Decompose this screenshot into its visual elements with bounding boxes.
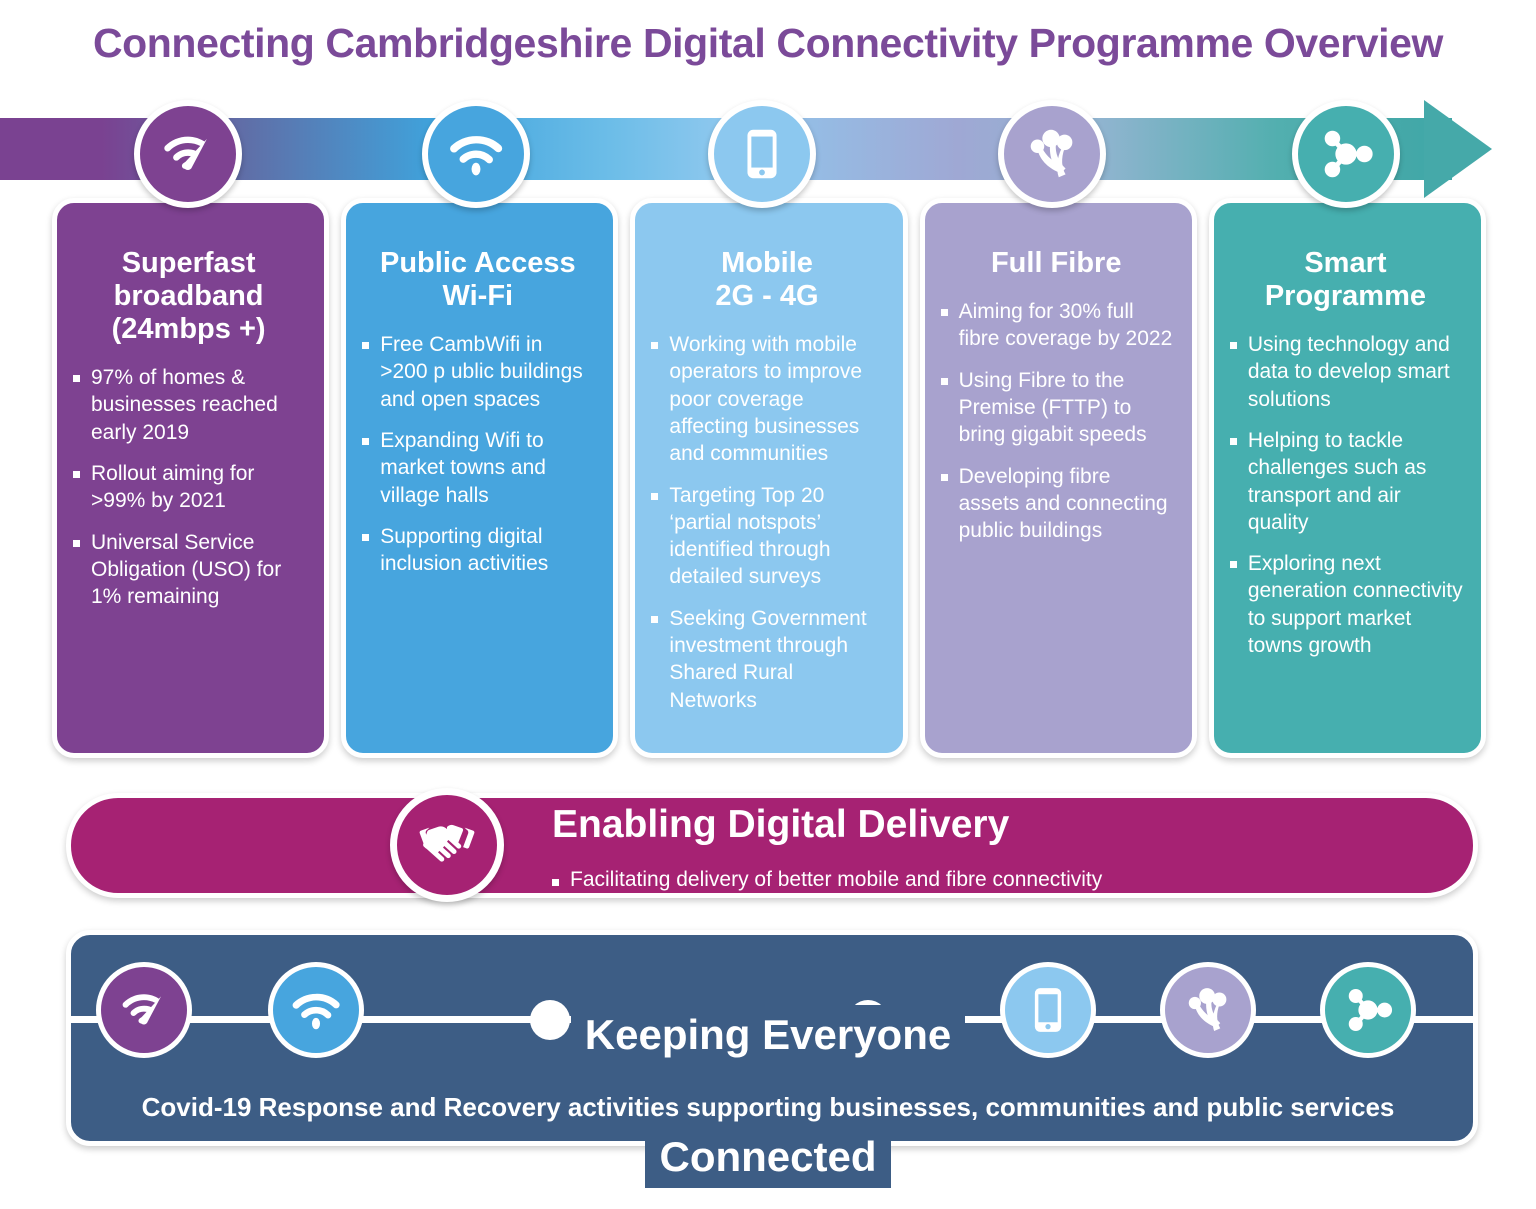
- column-bullet-list: Using technology and data to develop sma…: [1228, 331, 1463, 659]
- column-bullet-list: Working with mobile operators to improve…: [649, 331, 884, 714]
- column-title: Superfast broadband (24mbps +): [111, 247, 266, 346]
- column-bullet-list: Aiming for 30% full fibre coverage by 20…: [939, 298, 1174, 544]
- column-title: Smart Programme: [1264, 247, 1426, 313]
- wifi-speedometer-icon: [96, 962, 192, 1058]
- progress-arrow-head: [1424, 100, 1492, 198]
- enabling-digital-delivery-bar: [66, 793, 1478, 898]
- wifi-speedometer-icon: [134, 100, 242, 208]
- page-title: Connecting Cambridgeshire Digital Connec…: [92, 20, 1444, 66]
- column-mobile-2g-4g: Mobile 2G - 4G Working with mobile operat…: [630, 198, 908, 758]
- bullet-item: Free CambWifi in >200 p ublic buildings …: [360, 331, 595, 413]
- fibre-strands-icon: [1160, 962, 1256, 1058]
- connection-dot-right: [848, 1000, 888, 1040]
- bullet-item: Developing fibre assets and connecting p…: [939, 463, 1174, 545]
- bullet-item: 97% of homes & businesses reached early …: [71, 364, 306, 446]
- bullet-item: Expanding Wifi to market towns and villa…: [360, 427, 595, 509]
- programme-columns: Superfast broadband (24mbps +) 97% of hom…: [52, 198, 1487, 758]
- bullet-item: Universal Service Obligation (USO) for 1…: [71, 529, 306, 611]
- mobile-phone-icon: [708, 100, 816, 208]
- bullet-item: Working with mobile operators to improve…: [649, 331, 884, 467]
- bullet-item: Helping to tackle challenges such as tra…: [1228, 427, 1463, 536]
- bullet-item: Using technology and data to develop sma…: [1228, 331, 1463, 413]
- column-bullet-list: Free CambWifi in >200 p ublic buildings …: [360, 331, 595, 577]
- enabling-subtitle: Facilitating delivery of better mobile a…: [552, 868, 1102, 892]
- fibre-strands-icon: [998, 100, 1106, 208]
- column-superfast-broadband: Superfast broadband (24mbps +) 97% of hom…: [52, 198, 330, 758]
- bullet-item: Targeting Top 20 ‘partial notspots’ iden…: [649, 482, 884, 591]
- wifi-icon: [422, 100, 530, 208]
- enabling-title: Enabling Digital Delivery: [552, 803, 1010, 846]
- bullet-item: Rollout aiming for >99% by 2021: [71, 460, 306, 515]
- wifi-icon: [268, 962, 364, 1058]
- bullet-item: Exploring next generation connectivity t…: [1228, 550, 1463, 659]
- mobile-phone-icon: [1000, 962, 1096, 1058]
- bullet-item: Seeking Government investment through Sh…: [649, 605, 884, 714]
- bullet-item: Supporting digital inclusion activities: [360, 523, 595, 578]
- connection-dot-left: [530, 1000, 570, 1040]
- keeping-connected-caption: Covid-19 Response and Recovery activitie…: [141, 1092, 1395, 1122]
- column-title: Public Access Wi-Fi: [380, 247, 576, 313]
- bullet-item: Using Fibre to the Premise (FTTP) to bri…: [939, 367, 1174, 449]
- column-title: Mobile 2G - 4G: [715, 247, 819, 313]
- column-title: Full Fibre: [990, 247, 1122, 279]
- handshake-icon: [390, 788, 504, 902]
- column-bullet-list: 97% of homes & businesses reached early …: [71, 364, 306, 610]
- network-nodes-icon: [1320, 962, 1416, 1058]
- network-nodes-icon: [1292, 100, 1400, 208]
- bullet-item: Aiming for 30% full fibre coverage by 20…: [939, 298, 1174, 353]
